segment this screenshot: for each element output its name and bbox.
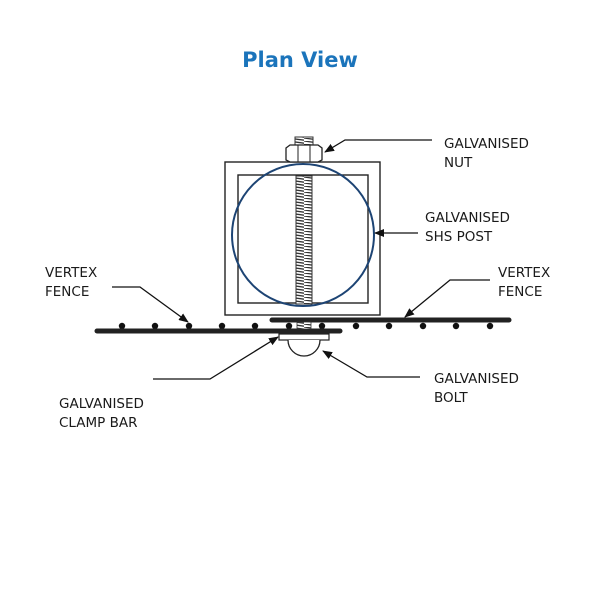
label-fence-left-line2: FENCE <box>45 284 89 300</box>
rod-through-fence <box>296 321 312 330</box>
label-nut-line2: NUT <box>444 155 473 171</box>
label-clamp-bar: GALVANISED CLAMP BAR <box>59 396 148 431</box>
label-post-line2: SHS POST <box>425 229 493 245</box>
label-bolt: GALVANISED BOLT <box>434 371 523 406</box>
label-post-line1: GALVANISED <box>425 210 510 226</box>
fence-wire-dot <box>486 322 494 330</box>
diagram-title: Plan View <box>242 48 358 72</box>
label-fence-left: VERTEX FENCE <box>45 265 101 300</box>
label-bolt-line2: BOLT <box>434 390 468 406</box>
fence-left-leader-arrow <box>112 286 189 323</box>
nut <box>285 136 323 163</box>
label-clamp-bar-line2: CLAMP BAR <box>59 415 137 431</box>
label-nut-line1: GALVANISED <box>444 136 529 152</box>
nut-leader-arrow <box>324 139 432 153</box>
fence-wire-dot <box>118 322 126 330</box>
nut-hex <box>285 144 323 163</box>
label-fence-right: VERTEX FENCE <box>498 265 554 300</box>
label-post: GALVANISED SHS POST <box>425 210 514 245</box>
fence-wire-dot <box>185 322 193 330</box>
label-fence-right-line1: VERTEX <box>498 265 550 281</box>
fence-wire-dots <box>118 322 494 330</box>
bolt-head <box>287 339 321 357</box>
label-fence-left-line1: VERTEX <box>45 265 97 281</box>
fence-wire-dot <box>452 322 460 330</box>
fence-wire-dot <box>352 322 360 330</box>
threaded-rod <box>295 175 313 305</box>
label-nut: GALVANISED NUT <box>444 136 533 171</box>
clamp-bar-leader-arrow <box>153 336 279 380</box>
fence-wire-dot <box>251 322 259 330</box>
fence-wire-dot <box>385 322 393 330</box>
clamp-bar <box>278 333 330 341</box>
label-fence-right-line2: FENCE <box>498 284 542 300</box>
fence-right-leader-arrow <box>404 279 490 318</box>
label-bolt-line1: GALVANISED <box>434 371 519 387</box>
fence-wire-dot <box>318 322 326 330</box>
fence-wire-dot <box>285 322 293 330</box>
fence-wire-dot <box>151 322 159 330</box>
bolt-leader-arrow <box>322 350 420 378</box>
fence-wire-dot <box>419 322 427 330</box>
label-clamp-bar-line1: GALVANISED <box>59 396 144 412</box>
fence-wire-dot <box>218 322 226 330</box>
